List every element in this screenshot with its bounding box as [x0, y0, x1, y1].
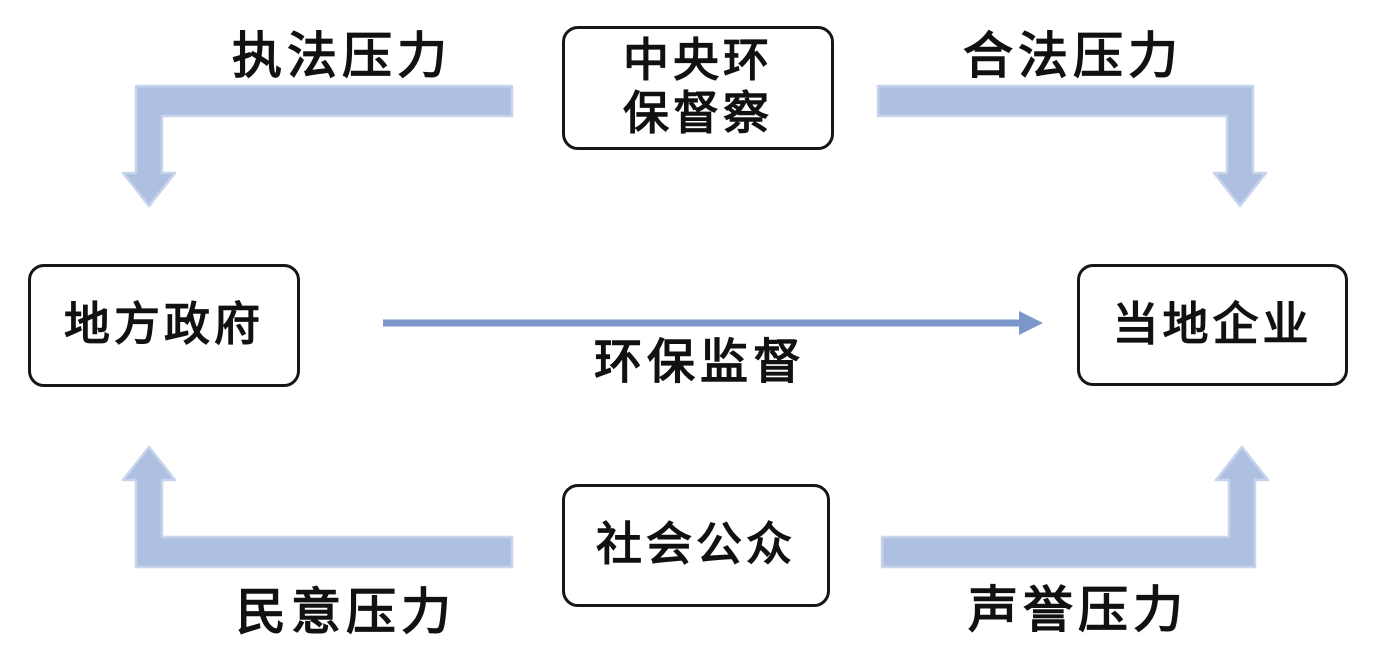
edge-label-enforcement-pressure: 执法压力: [232, 28, 452, 84]
node-local-government-label: 地方政府: [64, 299, 264, 351]
node-social-public: 社会公众: [562, 484, 830, 607]
node-local-government: 地方政府: [28, 264, 300, 387]
node-central-inspection-label-line2: 保督察: [623, 88, 773, 139]
node-social-public-label: 社会公众: [596, 519, 796, 571]
edge-label-public-opinion-pressure: 民意压力: [236, 584, 456, 640]
environmental-supervision-arrow-shaft: [383, 319, 1020, 327]
environmental-supervision-arrow: [383, 311, 1043, 335]
node-local-enterprises: 当地企业: [1077, 264, 1348, 386]
environmental-supervision-arrow-head: [1019, 311, 1043, 335]
legitimacy-pressure-arrow: [876, 84, 1268, 208]
reputation-pressure-arrow: [880, 445, 1270, 569]
enforcement-pressure-arrow: [121, 84, 514, 208]
node-central-inspection: 中央环 保督察: [562, 26, 834, 150]
node-central-inspection-label-line1: 中央环: [623, 35, 773, 87]
node-local-enterprises-label: 当地企业: [1112, 298, 1313, 350]
edge-label-legitimacy-pressure: 合法压力: [963, 28, 1183, 84]
edge-label-environmental-supervision: 环保监督: [593, 336, 807, 389]
edge-label-reputation-pressure: 声誉压力: [968, 582, 1188, 638]
node-central-inspection-label: 中央环 保督察: [623, 35, 773, 141]
public-opinion-pressure-arrow: [121, 445, 514, 569]
